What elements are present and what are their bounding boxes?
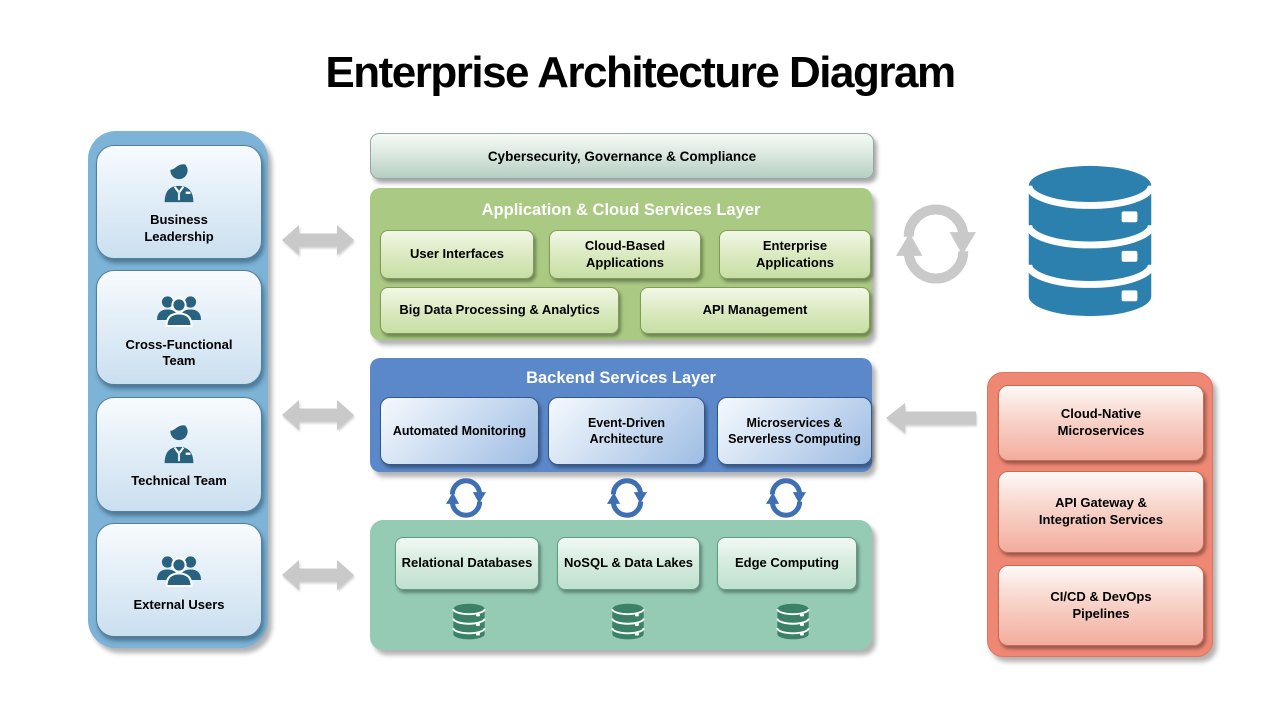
node-big-data-processing-analytics: Big Data Processing & Analytics <box>380 287 619 334</box>
sync-icon <box>446 478 486 518</box>
node-label: Relational Databases <box>401 555 533 571</box>
application-cloud-services-layer: Application & Cloud Services Layer User … <box>370 188 872 340</box>
stakeholder-cross-functional-team: Cross-Functional Team <box>96 270 262 385</box>
node-cloud-native-microservices: Cloud-Native Microservices <box>998 385 1204 461</box>
double-arrow-icon <box>282 225 354 255</box>
node-cicd-devops-pipelines: CI/CD & DevOps Pipelines <box>998 565 1204 646</box>
node-label: API Management <box>702 302 808 318</box>
backend-services-layer: Backend Services Layer Automated Monitor… <box>370 358 872 472</box>
node-automated-monitoring: Automated Monitoring <box>380 397 539 465</box>
node-api-management: API Management <box>640 287 870 334</box>
node-label: NoSQL & Data Lakes <box>563 555 694 571</box>
people-group-icon <box>156 295 202 327</box>
node-nosql-data-lakes: NoSQL & Data Lakes <box>557 537 700 590</box>
node-label: Automated Monitoring <box>392 423 527 438</box>
database-icon <box>1022 160 1158 322</box>
devops-panel: Cloud-Native Microservices API Gateway &… <box>987 372 1213 657</box>
person-tie-icon <box>163 421 195 465</box>
stakeholder-technical-team: Technical Team <box>96 397 262 512</box>
node-label: Edge Computing <box>735 555 839 571</box>
application-layer-title: Application & Cloud Services Layer <box>481 201 761 219</box>
stakeholder-panel: Business Leadership Cross-Functional Tea… <box>88 131 268 648</box>
node-relational-databases: Relational Databases <box>395 537 539 590</box>
stakeholder-business-leadership: Business Leadership <box>96 145 262 259</box>
node-label: CI/CD & DevOps Pipelines <box>1050 588 1152 621</box>
people-group-icon <box>156 555 202 588</box>
node-label: Enterprise Applications <box>755 237 834 270</box>
node-label: Event-Driven Architecture <box>587 415 666 446</box>
stakeholder-label: External Users <box>133 597 225 613</box>
database-small-icon <box>452 602 486 641</box>
double-arrow-icon <box>282 400 354 430</box>
security-governance-bar: Cybersecurity, Governance & Compliance <box>370 133 874 179</box>
page-title: Enterprise Architecture Diagram <box>325 48 956 97</box>
node-enterprise-applications: Enterprise Applications <box>719 230 871 279</box>
database-small-icon <box>611 602 645 641</box>
stakeholder-label: Technical Team <box>131 472 227 488</box>
data-edge-layer: Relational Databases NoSQL & Data Lakes … <box>370 520 872 650</box>
node-microservices-serverless: Microservices & Serverless Computing <box>717 397 872 465</box>
node-label: Cloud-Based Applications <box>584 237 666 270</box>
double-arrow-icon <box>282 560 354 590</box>
sync-icon-gray <box>896 204 976 284</box>
node-label: Big Data Processing & Analytics <box>399 302 600 318</box>
node-label: Microservices & Serverless Computing <box>728 415 861 446</box>
node-event-driven-architecture: Event-Driven Architecture <box>548 397 705 465</box>
node-api-gateway-integration: API Gateway & Integration Services <box>998 471 1204 553</box>
stakeholder-label: Business Leadership <box>144 212 214 244</box>
node-cloud-based-applications: Cloud-Based Applications <box>549 230 701 279</box>
node-label: Cloud-Native Microservices <box>1057 406 1145 438</box>
person-tie-icon <box>163 160 195 204</box>
sync-icon <box>766 478 806 518</box>
backend-layer-title: Backend Services Layer <box>526 369 716 387</box>
stakeholder-external-users: External Users <box>96 523 262 637</box>
node-label: User Interfaces <box>410 246 504 262</box>
database-small-icon <box>776 602 810 641</box>
sync-icon <box>607 478 647 518</box>
node-edge-computing: Edge Computing <box>717 537 857 590</box>
security-governance-label: Cybersecurity, Governance & Compliance <box>487 148 757 164</box>
stakeholder-label: Cross-Functional Team <box>125 336 233 368</box>
arrow-left-icon <box>886 403 976 433</box>
node-label: API Gateway & Integration Services <box>1038 495 1164 527</box>
node-user-interfaces: User Interfaces <box>380 230 534 279</box>
